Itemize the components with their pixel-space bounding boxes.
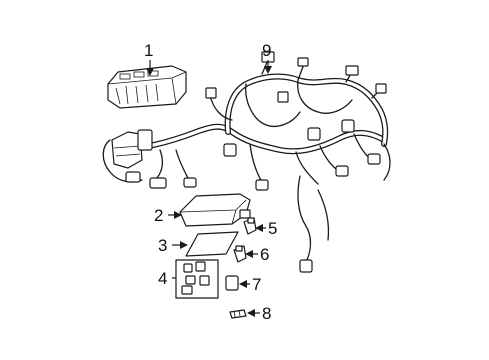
callout-1: 1 (144, 41, 153, 60)
callout-4: 4 (158, 269, 167, 288)
part-9-wiring-harness (102, 51, 391, 273)
part-6-connector (233, 245, 247, 263)
part-1-fuse-block (107, 65, 187, 109)
part-8-terminal (229, 309, 247, 319)
callout-7: 7 (252, 275, 261, 294)
part-3-label (185, 231, 239, 257)
part-2-cover (179, 193, 251, 227)
callout-3: 3 (158, 236, 167, 255)
callout-8: 8 (262, 304, 271, 323)
callout-leaders (146, 60, 272, 317)
callout-2: 2 (154, 206, 163, 225)
callout-6: 6 (260, 245, 269, 264)
callout-9: 9 (262, 41, 271, 60)
part-7-relay (225, 275, 239, 291)
part-4-relay-kit (175, 259, 219, 299)
part-5-connector (243, 217, 257, 235)
callout-5: 5 (268, 219, 277, 238)
